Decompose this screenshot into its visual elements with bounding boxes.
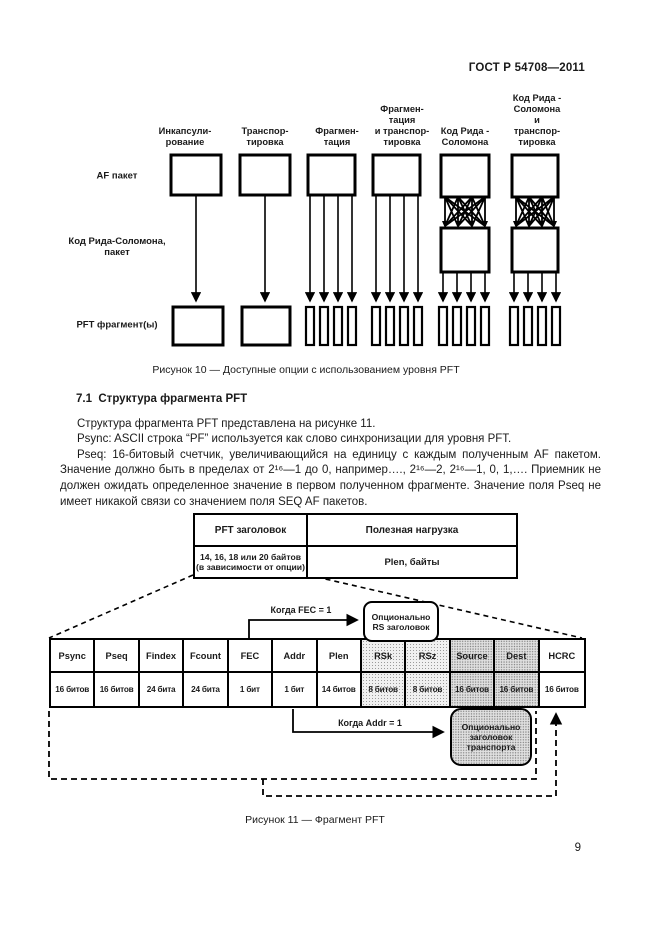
payload-cell: Полезная нагрузка [365,524,459,536]
field-name-addr: Addr [273,640,318,673]
field-name-hcrc: HCRC [539,640,584,673]
af-packet-box [439,153,491,199]
field-bits-rsk: 8 битов [361,673,407,706]
interleave-mesh [515,196,555,227]
optional-rs-header-box: Опционально RS заголовок [363,601,439,642]
optional-transport-header-box: Опционально заголовок транспорта [450,708,532,766]
figure-11-lines [48,574,583,797]
figure-10-caption: Рисунок 10 — Доступные опции с использов… [152,364,460,376]
document-header: ГОСТ Р 54708—2011 [468,62,585,74]
page-number: 9 [574,842,581,854]
zoom-line-right [307,574,583,639]
af-packet-box [238,153,292,197]
paragraph-structure: Структура фрагмента PFT представлена на … [77,417,376,430]
paragraph-pseq: Pseq: 16-битовый счетчик, увеличивающийс… [60,448,601,508]
addr-callout-arrow [292,709,445,739]
column-reed-solomon-transport [508,153,562,347]
field-name-source: Source [450,640,496,673]
field-bits-rsz: 8 битов [406,673,451,706]
figure-11: PFT заголовок Полезная нагрузка 14, 16, … [40,505,600,805]
pft-fragment-box [171,305,225,347]
field-bits-addr: 1 бит [273,673,318,706]
field-name-plen: Plen [317,640,362,673]
field-bits-pseq: 16 битов [95,673,140,706]
field-name-pseq: Pseq [95,640,140,673]
field-bits-fec: 1 бит [229,673,274,706]
pft-header-cell: PFT заголовок [195,515,308,545]
hcrc-result-dashed-arrow [262,712,563,797]
field-bits-source: 16 битов [450,673,496,706]
rs-codeword-box [510,226,560,274]
field-name-rsz: RSz [406,640,451,673]
section-7-1: 7.1 Структура фрагмента PFT Структура фр… [60,392,601,510]
field-bits-hcrc: 16 битов [544,685,579,694]
row-label-pft-fragments: PFT фрагмент(ы) [76,319,158,331]
af-packet-box [306,153,357,197]
addr-condition-label: Когда Addr = 1 [338,718,402,728]
column-fragmentation-transport [370,153,424,347]
column-label-fragmentation: Фрагмен- тация [315,126,359,147]
column-reed-solomon [437,153,491,347]
field-name-fec: FEC [228,640,274,673]
paragraph-psync: Psync: ASCII строка “PF” используется ка… [77,433,512,446]
field-bits-findex: 24 бита [140,673,185,706]
af-packet-box [169,153,223,197]
field-bits-dest: 16 битов [495,673,540,706]
pft-fragments [304,305,358,347]
field-bits-fcount: 24 бита [184,673,229,706]
figure-11-caption: Рисунок 11 — Фрагмент PFT [245,814,385,826]
header-size-cell: 14, 16, 18 или 20 байтов (в зависимости … [195,545,308,577]
column-label-reed-solomon: Код Рида - Соломона [440,126,490,147]
af-packet-box [371,153,422,197]
field-name-dest: Dest [495,640,540,673]
pft-packet-table: PFT заголовок Полезная нагрузка 14, 16, … [193,513,518,579]
column-label-encapsulation: Инкапсули- рование [158,126,212,147]
pft-fragment-box [240,305,292,347]
fec-callout-arrow [248,613,359,638]
zoom-line-left [48,574,194,639]
pft-fragments [508,305,562,347]
field-name-findex: Findex [139,640,185,673]
column-label-reed-solomon-transport: Код Рида - Соломона и транспор- тировка [512,93,562,147]
pft-fragments [437,305,491,347]
hcrc-scope-dashed-path [48,711,537,780]
column-fragmentation [304,153,358,347]
field-name-rsk: RSk [361,640,407,673]
af-packet-box [510,153,560,199]
payload-size-cell: Plen, байты [308,545,516,577]
field-name-psync: Psync [51,640,96,673]
row-label-rs-codeword: Код Рида-Соломона, пакет [68,236,166,258]
fec-condition-label: Когда FEC = 1 [270,605,332,615]
column-transport [238,153,292,347]
row-label-af-packet: AF пакет [96,170,138,182]
column-label-transport: Транспор- тировка [241,126,289,147]
rs-codeword-box [439,226,491,274]
pft-fragments [370,305,424,347]
pft-header-fields-table: Psync Pseq Findex Fcount FEC Addr Plen R… [49,638,586,708]
mesh-arrowheads [442,221,488,228]
field-name-fcount: Fcount [184,640,229,673]
field-bits-psync: 16 битов [51,673,96,706]
figure-10-diagram [169,153,562,347]
interleave-mesh [444,196,486,227]
column-encapsulation [169,153,225,347]
figure-10: Инкапсули- рование Транспор- тировка Фра… [60,88,590,350]
section-heading: 7.1 Структура фрагмента PFT [76,393,248,405]
field-bits-plen: 14 битов [318,673,362,706]
column-label-fragmentation-transport: Фрагмен- тация и транспор- тировка [374,104,430,147]
mesh-arrowheads [513,221,557,228]
